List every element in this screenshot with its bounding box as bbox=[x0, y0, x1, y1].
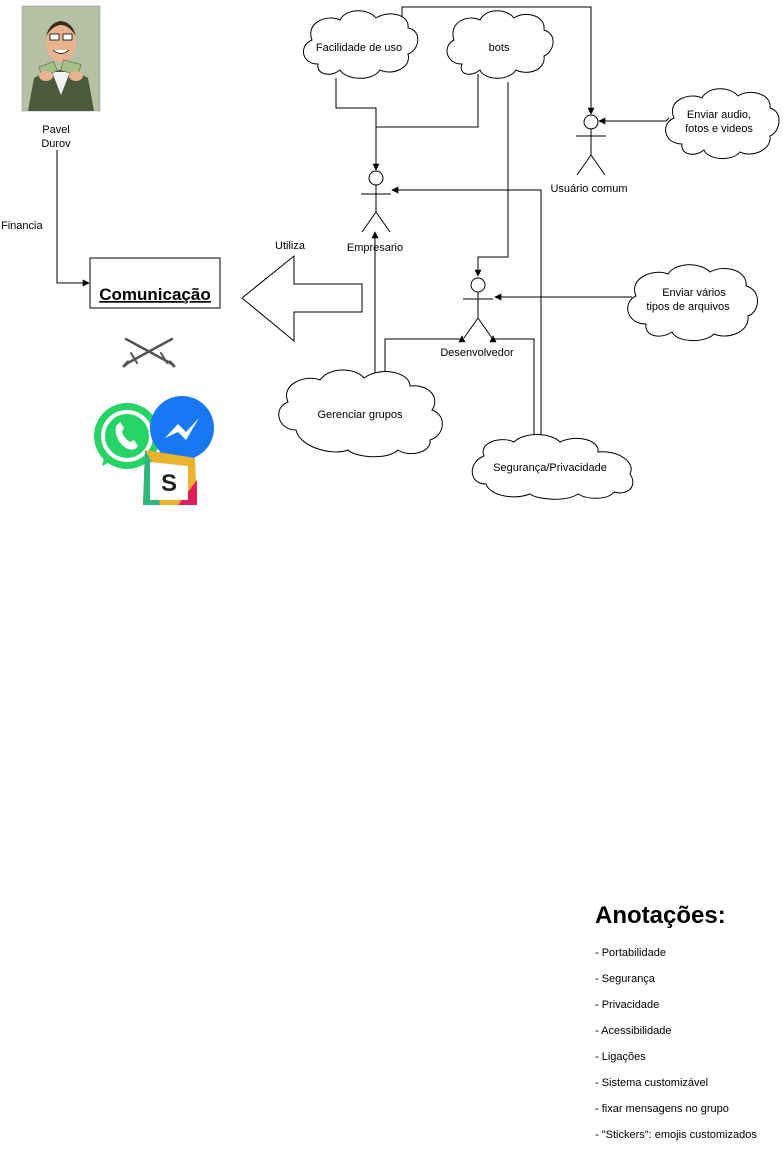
actor-desenvolvedor[interactable] bbox=[463, 277, 493, 339]
cloud-audio-label-line1: Enviar audio, bbox=[687, 109, 751, 121]
utiliza-arrow[interactable] bbox=[241, 254, 363, 343]
cloud-seguranca-label: Segurança/Privacidade bbox=[493, 462, 607, 474]
cloud-arquivos-label-line1: Enviar vários bbox=[662, 287, 726, 299]
whatsapp-icon bbox=[94, 403, 160, 469]
cloud-enviar-audio[interactable]: Enviar audio, fotos e videos bbox=[665, 88, 780, 159]
utiliza-label: Utiliza bbox=[275, 240, 306, 252]
messenger-icon bbox=[150, 396, 214, 462]
edge-facilidade-usuario bbox=[401, 6, 595, 115]
edge-gerenciar-desenvolvedor bbox=[384, 335, 466, 383]
notes-panel: Anotações: - Portabilidade - Segurança -… bbox=[595, 900, 783, 1152]
pavel-durov-photo[interactable] bbox=[21, 5, 101, 112]
cloud-gerenciar-label: Gerenciar grupos bbox=[318, 409, 403, 421]
comunicacao-label: Comunicação bbox=[99, 285, 210, 304]
svg-text:S: S bbox=[161, 470, 177, 497]
pavel-name-line2: Durov bbox=[41, 138, 71, 150]
note-item: - fixar mensagens no grupo bbox=[595, 1103, 729, 1115]
actor-empresario-label: Empresario bbox=[347, 242, 403, 254]
crossed-swords-icon bbox=[122, 337, 176, 368]
actor-usuario-label: Usuário comum bbox=[550, 183, 627, 195]
note-item: - "Stickers": emojis customizados bbox=[595, 1129, 757, 1141]
note-item: - Acessibilidade bbox=[595, 1025, 672, 1037]
cloud-facilidade-de-uso[interactable]: Facilidade de uso bbox=[303, 10, 419, 79]
edge-facilidade-empresario bbox=[335, 78, 380, 171]
cloud-arquivos-label-line2: tipos de arquivos bbox=[646, 301, 730, 313]
notes-title: Anotações: bbox=[595, 902, 726, 929]
note-item: - Segurança bbox=[595, 973, 655, 985]
cloud-enviar-arquivos[interactable]: Enviar vários tipos de arquivos bbox=[627, 264, 758, 341]
cloud-audio-label-line2: fotos e videos bbox=[685, 123, 753, 135]
actor-usuario-comum[interactable] bbox=[576, 114, 606, 176]
cloud-seguranca-privacidade[interactable]: Segurança/Privacidade bbox=[471, 434, 634, 500]
edge-seguranca-desenvolvedor bbox=[489, 335, 535, 438]
edge-bots-desenvolvedor bbox=[474, 82, 509, 277]
actor-desenvolvedor-label: Desenvolvedor bbox=[440, 347, 514, 359]
edge-audio-usuario bbox=[598, 117, 670, 125]
note-item: - Portabilidade bbox=[595, 947, 666, 959]
edge-bots-empresario bbox=[376, 74, 479, 128]
notes-list: - Portabilidade - Segurança - Privacidad… bbox=[595, 944, 783, 1152]
actor-empresario[interactable] bbox=[361, 170, 391, 233]
pavel-name-line1: Pavel bbox=[42, 124, 70, 136]
cloud-bots[interactable]: bots bbox=[446, 10, 554, 79]
note-item: - Privacidade bbox=[595, 999, 660, 1011]
cloud-gerenciar-grupos[interactable]: Gerenciar grupos bbox=[278, 369, 443, 458]
edge-financia bbox=[56, 150, 90, 287]
edge-seguranca-empresario bbox=[391, 186, 542, 440]
financia-label: Financia bbox=[1, 220, 43, 232]
cloud-facilidade-label: Facilidade de uso bbox=[316, 42, 402, 54]
note-item: - Ligações bbox=[595, 1051, 646, 1063]
cloud-bots-label: bots bbox=[489, 42, 510, 54]
note-item: - Sistema customizável bbox=[595, 1077, 709, 1089]
slack-icon: S bbox=[143, 450, 197, 505]
comunicacao-box[interactable] bbox=[89, 257, 221, 309]
